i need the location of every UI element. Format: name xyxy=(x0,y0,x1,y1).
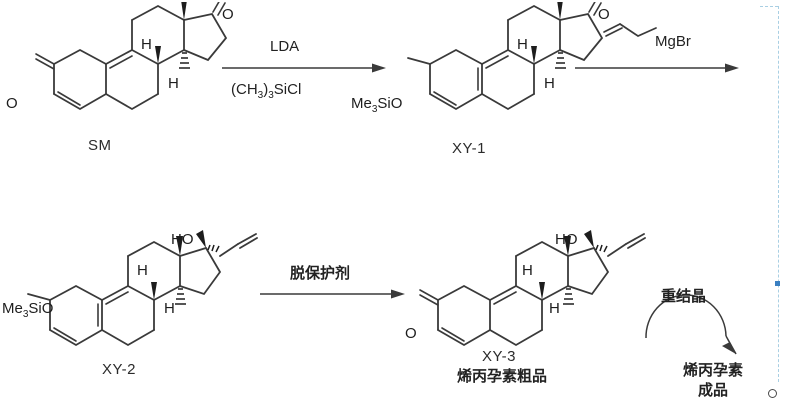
hydroxyl-wedge-xy3 xyxy=(584,230,594,248)
methyl-wedge-xy2 xyxy=(176,236,183,256)
reagent-label-mgbr: MgBr xyxy=(655,33,691,50)
circle-marker xyxy=(768,389,777,398)
structure-xy1 xyxy=(396,0,611,137)
reaction-arrow-4-recrystallization xyxy=(645,294,737,355)
final-product-label-line2: 成品 xyxy=(698,381,729,399)
reaction-arrow-1 xyxy=(222,63,386,73)
selection-border-right[interactable] xyxy=(778,6,779,382)
h-hash-xy3 xyxy=(563,288,574,305)
atom-label-xy2-hydroxyl: HO xyxy=(171,231,194,248)
structure-sm xyxy=(20,0,235,137)
methyl-wedge-xy3 xyxy=(564,236,571,256)
h-wedge-sm xyxy=(155,46,161,64)
reagent-label-deprotection: 脱保护剂 xyxy=(290,264,351,282)
allyl-hash-xy2 xyxy=(207,244,220,253)
atom-label-xy2-h14: H xyxy=(164,300,175,317)
reagent-structure-allyl-chain xyxy=(603,23,657,37)
reaction-arrow-3 xyxy=(260,289,405,299)
structure-xy2-svg xyxy=(27,230,258,347)
reagent-label-tmscl: (CH3)3SiCl xyxy=(231,81,302,101)
atom-label-xy1-h14: H xyxy=(544,75,555,92)
h-hash-xy1 xyxy=(555,52,566,69)
compound-label-xy1: XY-1 xyxy=(452,140,486,157)
h-wedge-xy3 xyxy=(539,282,545,300)
reaction-arrow-2 xyxy=(575,63,739,73)
h-wedge-xy2 xyxy=(151,282,157,300)
methyl-wedge-sm xyxy=(181,0,187,20)
compound-sublabel-xy3: 烯丙孕素粗品 xyxy=(457,367,548,385)
atom-label-xy1-h8: H xyxy=(517,36,528,53)
atom-label-xy1-c17-oxygen: O xyxy=(598,6,610,23)
atom-label-xy2-c3-silylether: Me3SiO xyxy=(2,300,54,320)
h-wedge-xy1 xyxy=(531,46,537,64)
hydroxyl-wedge-xy2 xyxy=(196,230,206,248)
methyl-wedge-xy1 xyxy=(557,0,563,20)
structure-xy1-svg xyxy=(407,0,604,111)
atom-label-xy3-hydroxyl: HO xyxy=(555,231,578,248)
compound-label-sm: SM xyxy=(88,137,112,154)
atom-label-sm-c3-oxygen: O xyxy=(6,95,18,112)
allyl-hash-xy3 xyxy=(595,244,608,253)
structure-xy3-svg xyxy=(419,230,646,347)
compound-label-xy3: XY-3 xyxy=(482,348,516,365)
selection-corner-marker xyxy=(760,6,778,7)
structure-xy2 xyxy=(16,228,261,368)
atom-label-xy3-h14: H xyxy=(549,300,560,317)
atom-label-sm-c17-oxygen: O xyxy=(222,6,234,23)
h-hash-sm xyxy=(179,52,190,69)
structure-xy3 xyxy=(404,228,649,368)
atom-label-xy3-h8: H xyxy=(522,262,533,279)
atom-label-sm-h8: H xyxy=(141,36,152,53)
selection-resize-handle[interactable] xyxy=(775,281,780,286)
final-product-label-line1: 烯丙孕素 xyxy=(683,361,744,379)
atom-label-xy3-c3-oxygen: O xyxy=(405,325,417,342)
atom-label-sm-h14: H xyxy=(168,75,179,92)
reagent-label-recrystallization: 重结晶 xyxy=(661,287,707,305)
atom-label-xy2-h8: H xyxy=(137,262,148,279)
compound-label-xy2: XY-2 xyxy=(102,361,136,378)
h-hash-xy2 xyxy=(175,288,186,305)
atom-label-xy1-c3-silylether: Me3SiO xyxy=(351,95,403,115)
reagent-label-lda: LDA xyxy=(270,38,300,55)
structure-sm-svg xyxy=(35,0,228,111)
